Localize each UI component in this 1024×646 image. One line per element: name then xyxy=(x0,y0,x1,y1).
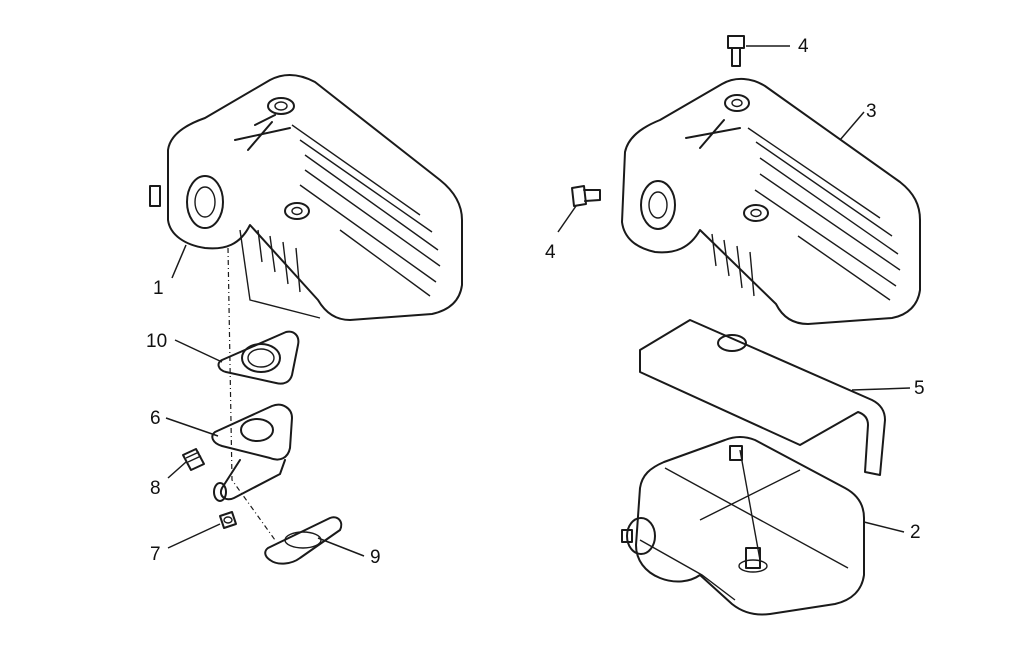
callout-4-side: 4 xyxy=(545,242,556,263)
callout-labels: 1 10 6 8 7 9 4 4 3 5 2 xyxy=(146,36,925,568)
callout-3: 3 xyxy=(866,101,877,122)
part-4-bolt-top xyxy=(727,35,745,67)
assembly-axis-left xyxy=(227,247,276,541)
callout-7: 7 xyxy=(150,544,161,565)
callout-10: 10 xyxy=(146,331,167,352)
leader-lines xyxy=(165,45,911,557)
callout-9: 9 xyxy=(370,547,381,568)
callout-1: 1 xyxy=(153,278,164,299)
part-10-gasket xyxy=(217,330,300,385)
part-6-exhaust-flange xyxy=(211,403,293,502)
callout-2: 2 xyxy=(910,522,921,543)
muffler-body xyxy=(635,436,865,616)
part-9-gasket xyxy=(264,516,343,565)
callout-5: 5 xyxy=(914,378,925,399)
callout-4-top: 4 xyxy=(798,36,809,57)
part-5-heat-shield xyxy=(639,319,886,476)
part-2-muffler-highlighted xyxy=(621,436,865,616)
callout-6: 6 xyxy=(150,408,161,429)
part-3-muffler-cover xyxy=(621,78,921,325)
part-4-bolt-side xyxy=(571,185,601,207)
callout-8: 8 xyxy=(150,478,161,499)
part-7-nut xyxy=(219,511,237,529)
part-1-muffler-cover xyxy=(149,74,463,321)
part-8-bolt xyxy=(182,448,205,471)
